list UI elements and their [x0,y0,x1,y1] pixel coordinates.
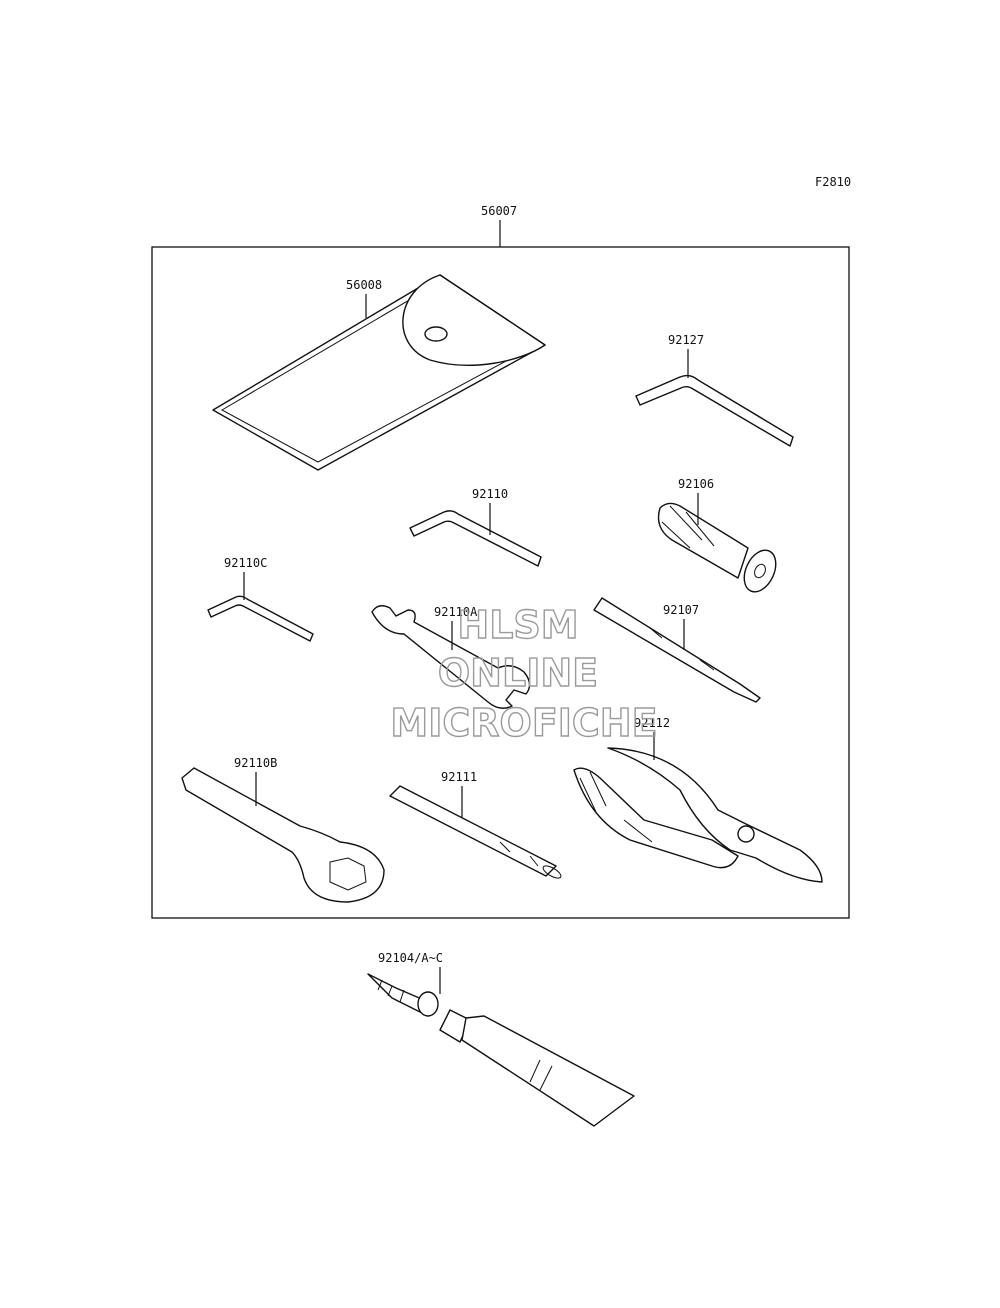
label-box-wrench[interactable]: 92110B [234,756,277,770]
watermark-line3: MICROFICHE [390,701,657,745]
part-screwdriver[interactable] [593,597,761,703]
part-extension-bar[interactable] [389,785,563,880]
label-handle[interactable]: 92106 [678,477,714,491]
part-pouch[interactable] [212,274,546,471]
label-hex-wrench-small[interactable]: 92110C [224,556,267,570]
label-repair-kit[interactable]: 92104/A~C [378,951,443,965]
watermark-line1: HLSM [457,603,578,647]
label-extension-bar[interactable]: 92111 [441,770,477,784]
part-hex-wrench-small[interactable] [207,595,314,642]
label-screwdriver[interactable]: 92107 [663,603,699,617]
part-repair-kit[interactable] [367,973,635,1127]
label-kit[interactable]: 56007 [481,204,517,218]
watermark-line2: ONLINE [438,651,598,695]
part-hex-wrench-large[interactable] [635,374,794,447]
label-pliers[interactable]: 92112 [634,716,670,730]
part-handle[interactable] [657,502,782,596]
label-hex-wrench-large[interactable]: 92127 [668,333,704,347]
part-box-wrench[interactable] [181,767,385,903]
figure-code: F2810 [815,175,851,189]
part-open-wrench[interactable] [371,605,531,709]
part-hex-wrench-mid[interactable] [409,510,542,567]
kit-frame [151,246,850,919]
label-pouch[interactable]: 56008 [346,278,382,292]
label-hex-wrench-mid[interactable]: 92110 [472,487,508,501]
label-open-wrench[interactable]: 92110A [434,605,478,619]
part-pliers[interactable] [573,747,823,883]
